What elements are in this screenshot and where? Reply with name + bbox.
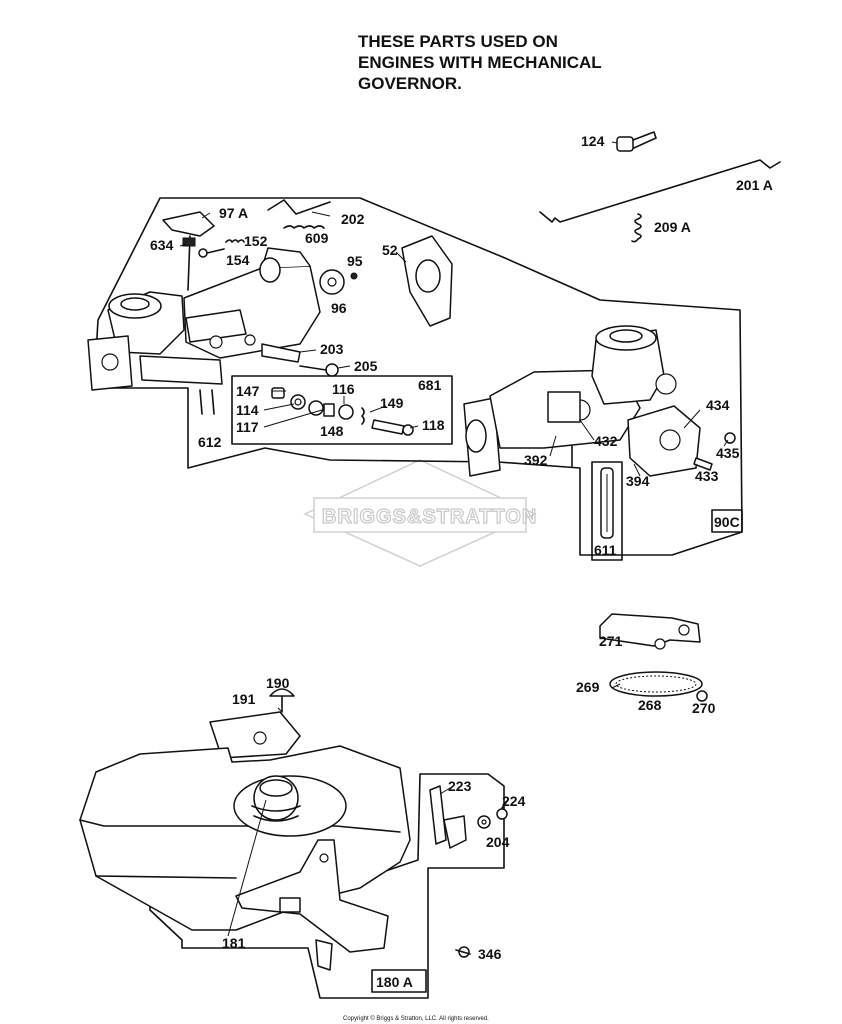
label-148: 148 bbox=[320, 423, 344, 439]
screw-124 bbox=[616, 131, 657, 152]
label-95: 95 bbox=[347, 253, 363, 269]
governor-spring-209a bbox=[631, 213, 642, 243]
spring-609 bbox=[283, 225, 325, 229]
label-181: 181 bbox=[222, 935, 246, 951]
copyright-notice: Copyright © Briggs & Stratton, LLC. All … bbox=[343, 1015, 489, 1022]
label-209a: 209 A bbox=[654, 219, 691, 235]
carburetor-panel-outline bbox=[93, 197, 743, 556]
label-611: 611 bbox=[594, 542, 617, 558]
label-116: 116 bbox=[332, 381, 355, 397]
part-96 bbox=[319, 269, 345, 295]
label-681: 681 bbox=[418, 377, 442, 393]
label-190: 190 bbox=[266, 675, 290, 691]
screw-205 bbox=[299, 363, 339, 377]
label-149: 149 bbox=[380, 395, 404, 411]
governor-lever-271 bbox=[599, 613, 701, 650]
header-line-1: THESE PARTS USED ON bbox=[358, 32, 558, 51]
label-433: 433 bbox=[695, 468, 719, 484]
label-147: 147 bbox=[236, 383, 260, 399]
label-270: 270 bbox=[692, 700, 716, 716]
watermark-text: BRIGGS&STRATTON bbox=[322, 506, 537, 528]
label-434: 434 bbox=[706, 397, 730, 413]
ref-90c-box bbox=[711, 509, 743, 533]
label-180a: 180 A bbox=[376, 974, 413, 990]
label-269: 269 bbox=[576, 679, 600, 695]
label-205: 205 bbox=[354, 358, 378, 374]
ref-180a-box bbox=[371, 969, 427, 993]
bracket-97a bbox=[162, 211, 215, 291]
label-118: 118 bbox=[422, 417, 445, 433]
inset-681-box bbox=[231, 375, 453, 445]
label-191: 191 bbox=[232, 691, 256, 707]
gasket-394 bbox=[627, 405, 701, 477]
screw-190 bbox=[269, 688, 295, 713]
needle-203 bbox=[261, 343, 301, 363]
label-204: 204 bbox=[486, 834, 510, 850]
nut-270 bbox=[696, 690, 708, 702]
label-223: 223 bbox=[448, 778, 472, 794]
governor-ring-268 bbox=[609, 671, 703, 697]
label-394: 394 bbox=[626, 473, 650, 489]
carburetor-body-left bbox=[87, 247, 321, 415]
inset-611-box bbox=[591, 461, 623, 561]
label-612: 612 bbox=[198, 434, 222, 450]
label-152: 152 bbox=[244, 233, 268, 249]
tank-bracket-180 bbox=[235, 839, 389, 971]
label-90c: 90C bbox=[714, 514, 740, 530]
gasket-191 bbox=[209, 711, 301, 759]
gasket-52 bbox=[401, 235, 453, 327]
pin-433 bbox=[693, 457, 713, 471]
label-124: 124 bbox=[581, 133, 605, 149]
label-609: 609 bbox=[305, 230, 329, 246]
link-202 bbox=[267, 199, 331, 215]
label-203: 203 bbox=[320, 341, 344, 357]
screw-154 bbox=[198, 248, 225, 258]
label-202: 202 bbox=[341, 211, 365, 227]
leader-lines bbox=[179, 141, 729, 937]
header-line-3: GOVERNOR. bbox=[358, 74, 462, 93]
label-432: 432 bbox=[594, 433, 618, 449]
label-271: 271 bbox=[599, 633, 623, 649]
spring-152 bbox=[225, 239, 245, 243]
part-labels: 124 201 A 209 A 97 A 202 609 634 152 154… bbox=[150, 133, 773, 990]
carburetor-body-right bbox=[463, 325, 677, 477]
label-52: 52 bbox=[382, 242, 398, 258]
label-154: 154 bbox=[226, 252, 250, 268]
screw-224 bbox=[496, 799, 509, 820]
label-224: 224 bbox=[502, 793, 526, 809]
label-97a: 97 A bbox=[219, 205, 248, 221]
label-346: 346 bbox=[478, 946, 502, 962]
bracket-223 bbox=[429, 785, 467, 849]
fuel-tank-panel-outline bbox=[149, 773, 505, 999]
label-392: 392 bbox=[524, 452, 548, 468]
watermark-logo: BRIGGS&STRATTON bbox=[303, 459, 537, 567]
label-117: 117 bbox=[236, 419, 259, 435]
label-435: 435 bbox=[716, 445, 740, 461]
washer-204 bbox=[477, 815, 491, 829]
label-114: 114 bbox=[236, 402, 259, 418]
diagram-header: THESE PARTS USED ON ENGINES WITH MECHANI… bbox=[358, 32, 602, 93]
label-268: 268 bbox=[638, 697, 662, 713]
label-96: 96 bbox=[331, 300, 347, 316]
label-201a: 201 A bbox=[736, 177, 773, 193]
part-95 bbox=[350, 272, 358, 280]
inset-611-tube bbox=[600, 467, 614, 539]
screw-346 bbox=[455, 946, 471, 958]
governor-link-rod bbox=[539, 159, 781, 223]
header-line-2: ENGINES WITH MECHANICAL bbox=[358, 53, 602, 72]
label-634: 634 bbox=[150, 237, 174, 253]
